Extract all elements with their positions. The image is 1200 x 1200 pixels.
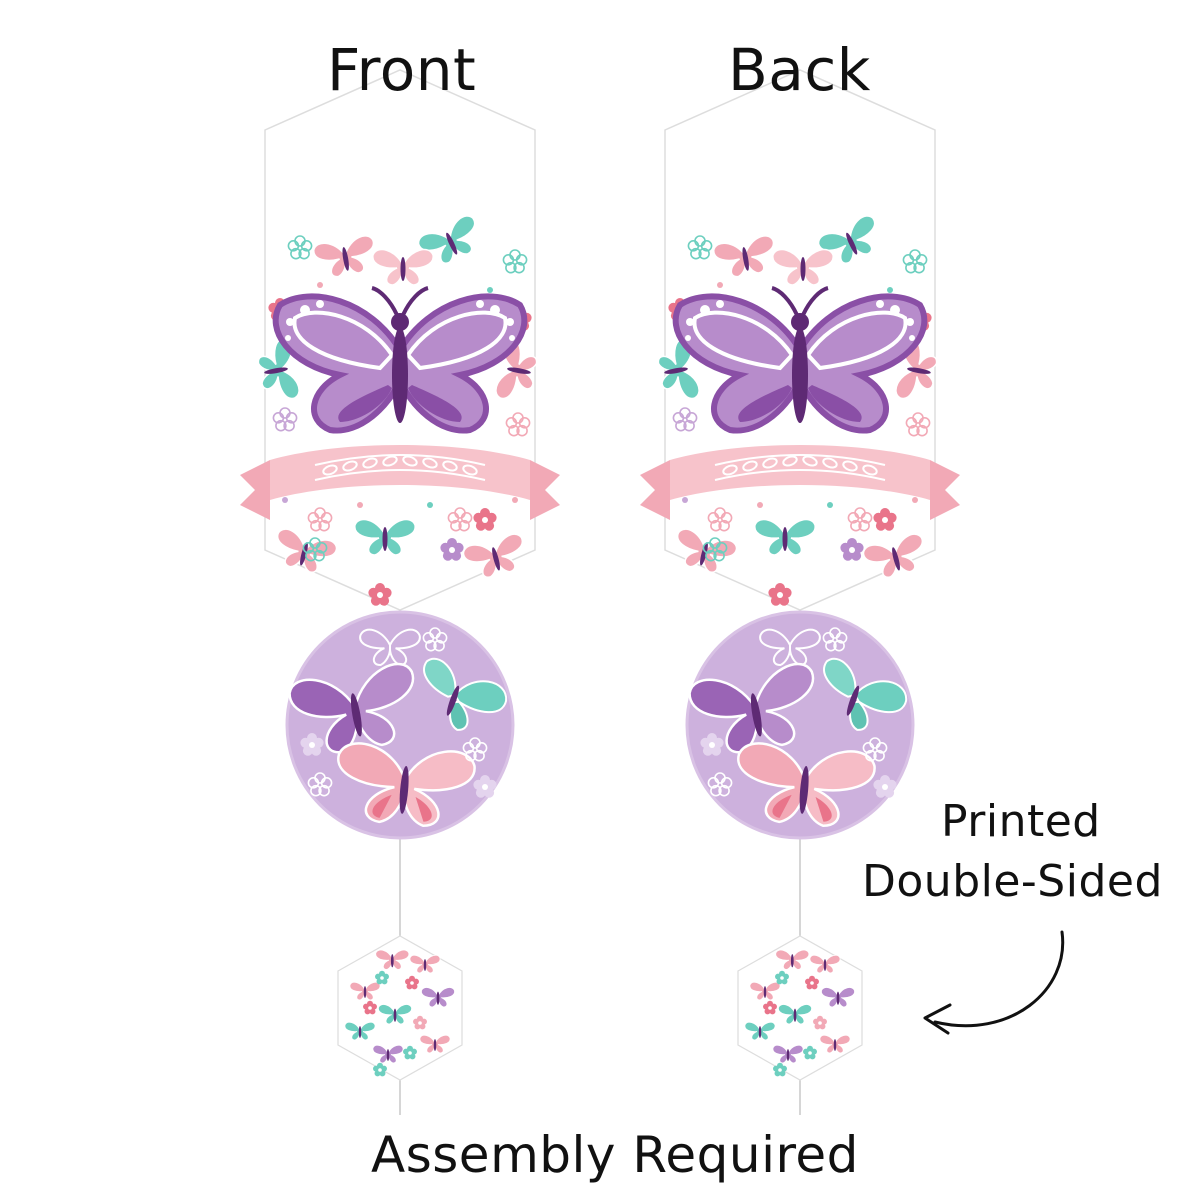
back-top-panel [640,70,960,610]
front-hexagon [338,936,462,1080]
front-top-panel [240,70,560,610]
back-hexagon [738,936,862,1080]
assembly-note: Assembly Required [371,1126,859,1184]
back-label: Back [728,36,871,104]
back-round-disc [687,612,913,838]
front-label: Front [327,36,477,104]
curved-arrow-icon [923,930,1065,1035]
front-round-disc [287,612,513,838]
callout-line-1: Printed [941,796,1101,847]
callout-line-2: Double-Sided [862,856,1163,907]
